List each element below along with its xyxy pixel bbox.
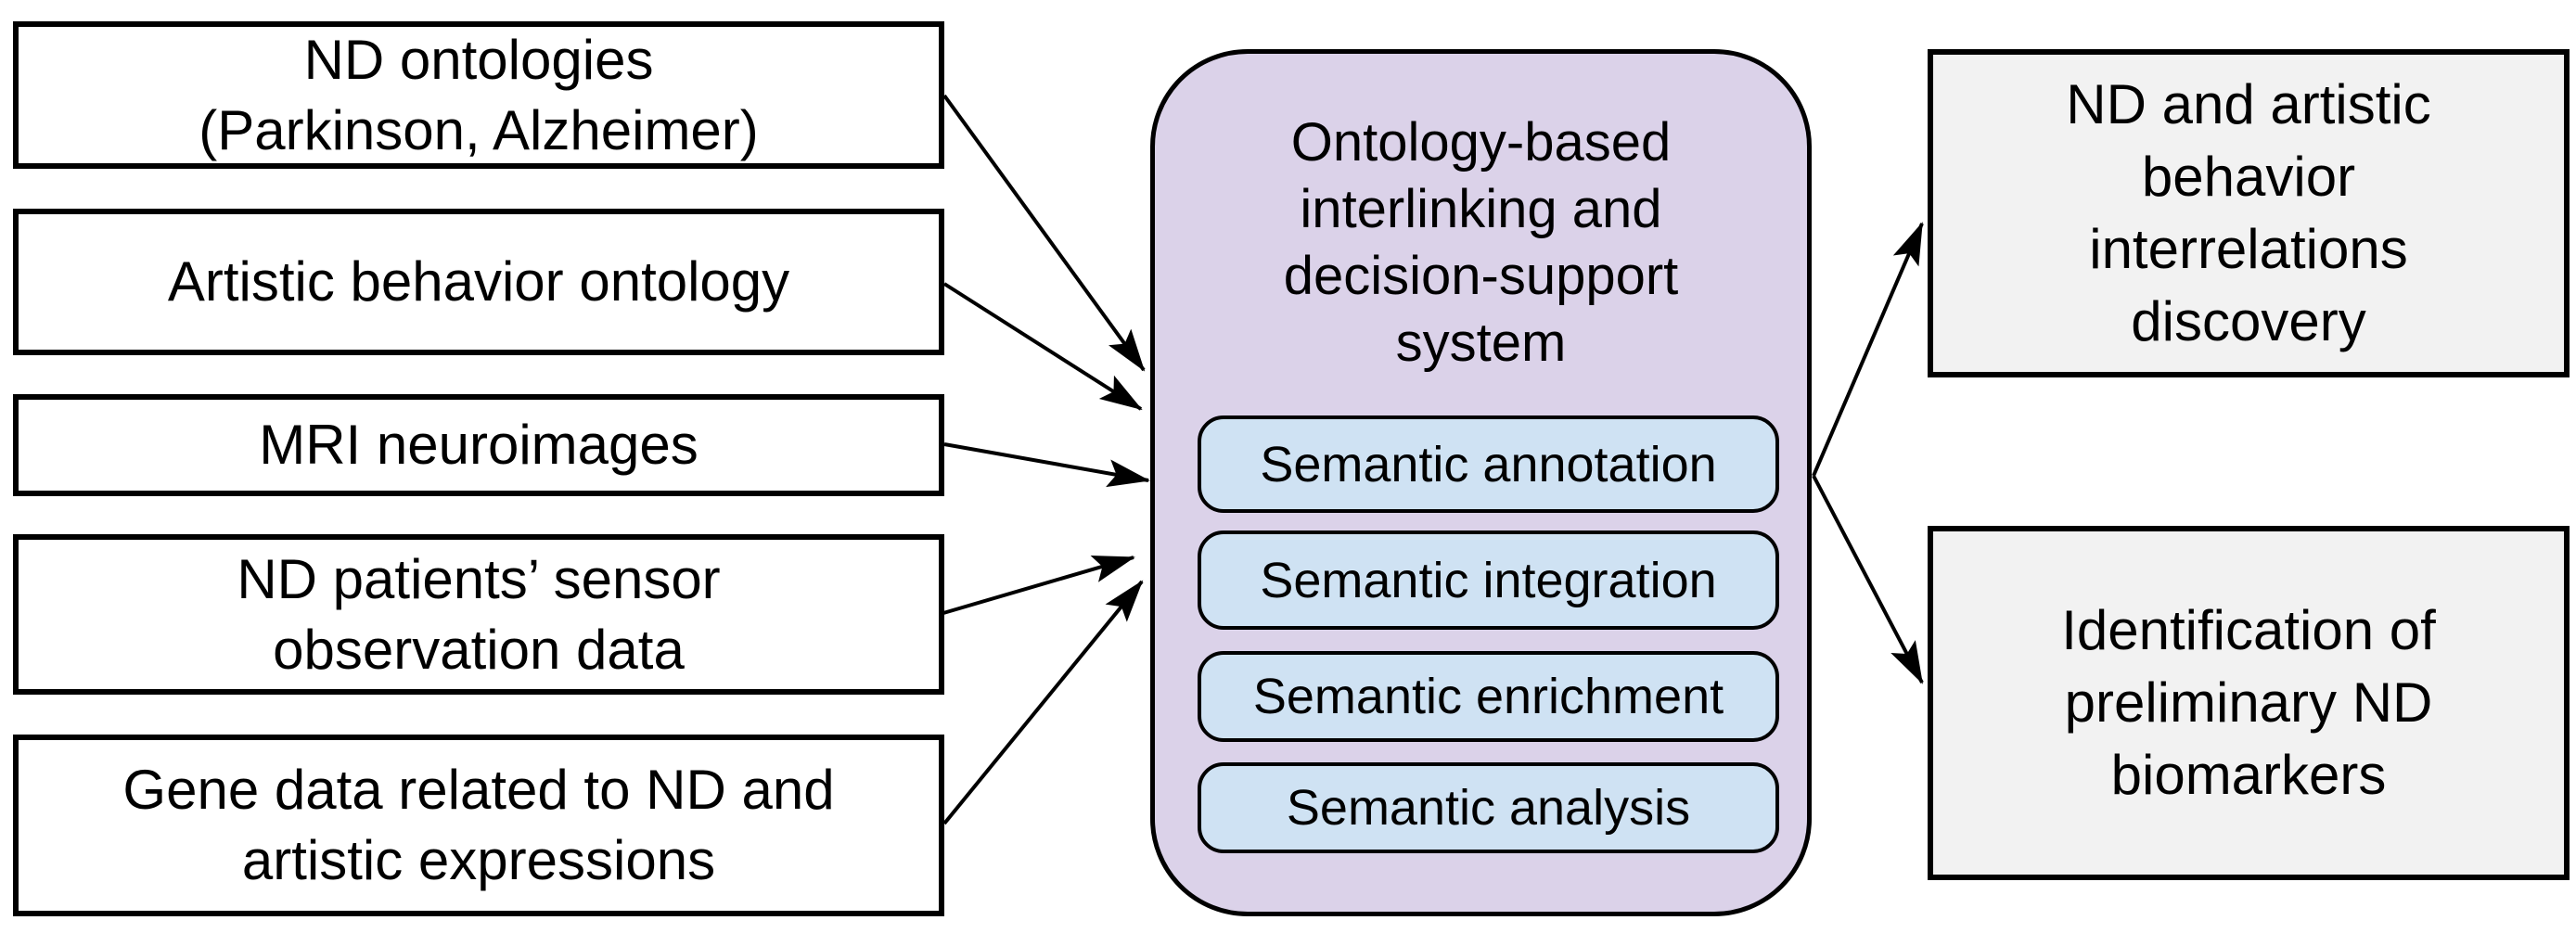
module-semantic-analysis: Semantic analysis (1198, 762, 1779, 853)
module-label: Semantic integration (1260, 552, 1717, 608)
system-title-line: Ontology-based (1290, 112, 1672, 173)
arrow-system-to-biomarkers (1812, 475, 1924, 684)
input-box-gene-data: Gene data related to ND and artistic exp… (13, 735, 944, 916)
input-box-nd-ontologies: ND ontologies (Parkinson, Alzheimer) (13, 21, 944, 169)
system-title: Ontology-based interlinking and decision… (1155, 109, 1807, 377)
output-box-label: Identification of (2061, 599, 2436, 661)
input-box-label: MRI neuroimages (259, 414, 698, 476)
module-label: Semantic enrichment (1252, 669, 1724, 724)
system-title-line: decision-support (1283, 246, 1679, 306)
arrow-mri-to-system (943, 442, 1150, 488)
output-box-label: ND and artistic (2066, 73, 2431, 135)
arrow-artistic-ontology-to-system (942, 282, 1143, 411)
input-box-label: Gene data related to ND and (122, 759, 835, 821)
arrow-gene-data-to-system (942, 580, 1144, 825)
output-box-label: interrelations (2089, 218, 2408, 280)
output-box-interrelations-discovery: ND and artistic behavior interrelations … (1928, 49, 2570, 377)
input-box-label: observation data (273, 618, 685, 681)
output-box-label: preliminary ND (2064, 671, 2433, 734)
output-box-label: discovery (2131, 290, 2366, 352)
system-container: Ontology-based interlinking and decision… (1150, 49, 1812, 916)
input-box-label: (Parkinson, Alzheimer) (199, 98, 759, 161)
arrow-sensor-data-to-system (942, 555, 1135, 615)
input-box-label: ND patients’ sensor (237, 547, 721, 610)
input-box-label: ND ontologies (303, 28, 654, 91)
module-semantic-annotation: Semantic annotation (1198, 415, 1779, 513)
arrow-system-to-interrelations (1812, 222, 1924, 477)
input-box-artistic-behavior-ontology: Artistic behavior ontology (13, 209, 944, 355)
arrow-nd-ontologies-to-system (942, 94, 1146, 372)
input-box-nd-patients-sensor-data: ND patients’ sensor observation data (13, 534, 944, 695)
system-title-line: interlinking and (1300, 179, 1662, 239)
system-title-line: system (1395, 313, 1567, 373)
input-box-label: Artistic behavior ontology (167, 250, 790, 313)
module-semantic-integration: Semantic integration (1198, 530, 1779, 630)
module-label: Semantic annotation (1260, 436, 1717, 492)
output-box-label: behavior (2141, 146, 2356, 208)
module-label: Semantic analysis (1286, 780, 1691, 836)
output-box-preliminary-biomarkers: Identification of preliminary ND biomark… (1928, 526, 2570, 880)
output-box-label: biomarkers (2110, 744, 2387, 806)
input-box-mri-neuroimages: MRI neuroimages (13, 394, 944, 496)
input-box-label: artistic expressions (241, 829, 716, 891)
module-semantic-enrichment: Semantic enrichment (1198, 651, 1779, 742)
